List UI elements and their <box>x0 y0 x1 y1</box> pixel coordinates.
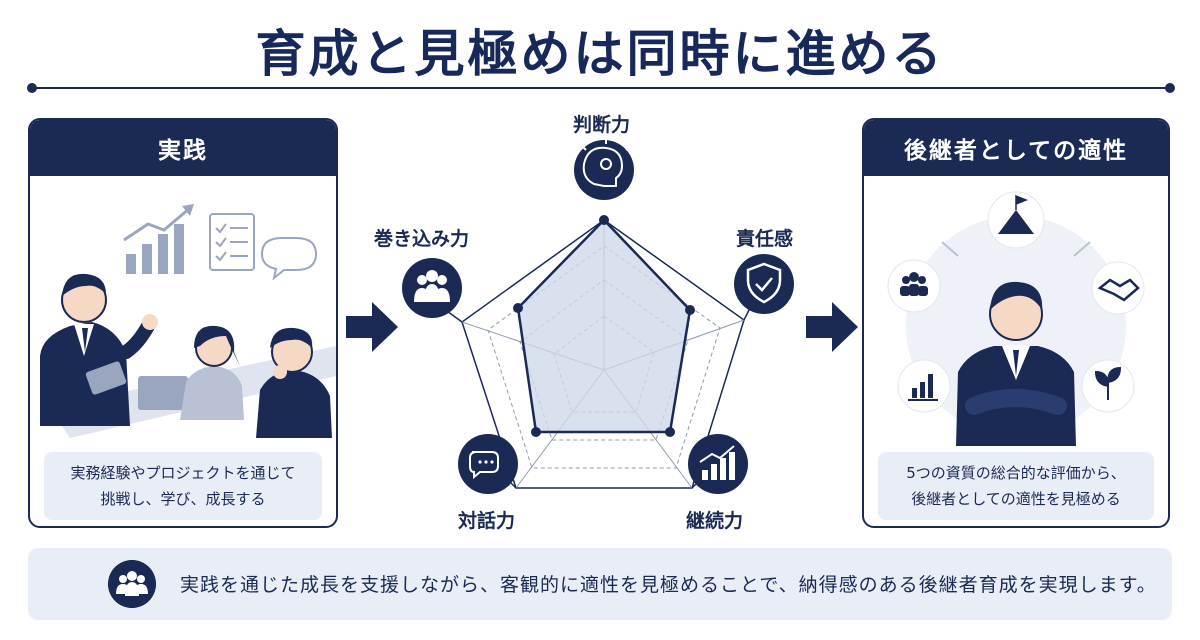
presenter-figure <box>40 273 158 426</box>
successor-heading: 後継者としての適性 <box>864 120 1168 176</box>
summary-text: 実践を通じた成長を支援しながら、客観的に適性を見極めることで、納得感のある後継者… <box>180 574 1157 596</box>
successor-caption-line1: 5つの資質の総合的な評価から、 <box>906 464 1126 482</box>
practice-heading: 実践 <box>30 120 336 176</box>
handshake-icon <box>1091 261 1145 315</box>
colleague-figure-woman <box>180 325 244 420</box>
radar-label-judgment: 判断力 <box>573 114 631 136</box>
bar-chart-doodle <box>126 224 184 274</box>
practice-caption: 実務経験やプロジェクトを通じて 挑戦し、学び、成長する <box>44 452 322 520</box>
meeting-illustration <box>40 204 336 438</box>
colleague-figure-man <box>256 327 332 438</box>
radar-point-responsibility <box>685 305 695 315</box>
brain-lightbulb-icon <box>574 139 634 200</box>
growth-chart-icon <box>688 434 748 494</box>
bar-chart-icon <box>897 359 951 413</box>
shield-check-icon <box>734 254 794 314</box>
title-divider <box>27 83 1175 93</box>
summary-bar: 実践を通じた成長を支援しながら、客観的に適性を見極めることで、納得感のある後継者… <box>28 548 1172 620</box>
group-icon <box>402 258 462 318</box>
radar-value-area <box>516 218 692 434</box>
mountain-flag-icon <box>987 191 1045 249</box>
practice-caption-line2: 挑戦し、学び、成長する <box>100 490 266 508</box>
radar-label-responsibility: 責任感 <box>736 228 794 250</box>
page-title: 育成と見極めは同時に進める <box>255 25 945 83</box>
people-icon <box>887 259 941 313</box>
successor-caption: 5つの資質の総合的な評価から、 後継者としての適性を見極める <box>878 452 1154 520</box>
checklist-doodle <box>209 213 255 271</box>
sprout-icon <box>1081 359 1135 413</box>
radar-label-involvement: 巻き込み力 <box>374 228 470 250</box>
successor-panel: 後継者としての適性 <box>862 118 1170 528</box>
radar-point-continuity <box>665 427 675 437</box>
successor-illustration <box>887 191 1145 446</box>
practice-panel: 実践 <box>28 118 338 528</box>
arrow-right-icon <box>806 302 858 352</box>
radar-point-dialogue <box>531 427 541 437</box>
arrow-right-icon <box>346 302 398 352</box>
speech-bubble-doodle <box>260 237 318 281</box>
chat-bubbles-icon <box>458 434 518 494</box>
radar-label-continuity: 継続力 <box>686 510 744 532</box>
radar-point-involvement <box>513 303 523 313</box>
radar-label-dialogue: 対話力 <box>458 510 516 532</box>
radar-point-judgment <box>599 215 609 225</box>
team-icon <box>108 560 156 608</box>
successor-figure <box>956 281 1076 446</box>
successor-caption-line2: 後継者としての適性を見極める <box>911 490 1121 508</box>
practice-caption-line1: 実務経験やプロジェクトを通じて <box>70 464 296 482</box>
radar-diagram <box>402 139 794 494</box>
